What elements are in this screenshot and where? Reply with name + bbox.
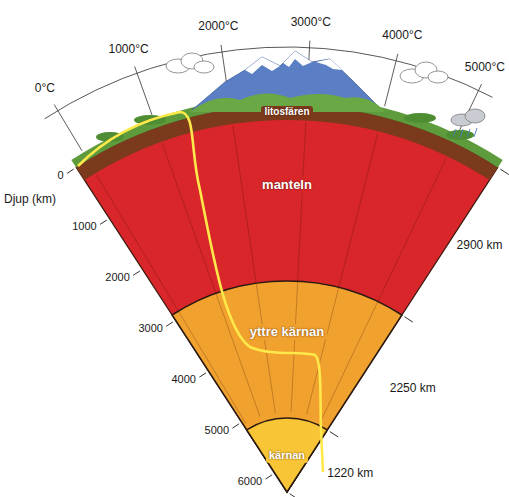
depth-label: 2000 bbox=[105, 271, 129, 284]
thickness-label: 2900 km bbox=[457, 239, 503, 253]
depth-tick bbox=[232, 424, 239, 428]
layer-label: manteln bbox=[259, 177, 315, 193]
temperature-label: 5000°C bbox=[465, 61, 505, 75]
cloud bbox=[166, 53, 214, 73]
boundary-tick bbox=[404, 317, 412, 322]
temperature-tick bbox=[135, 66, 153, 117]
depth-tick bbox=[100, 220, 107, 224]
mountain-snow bbox=[245, 57, 280, 74]
cloud bbox=[400, 62, 448, 83]
depth-label: 5000 bbox=[205, 424, 229, 437]
temperature-label: 4000°C bbox=[382, 29, 422, 43]
temperature-guide bbox=[162, 144, 260, 417]
layer-label: litosfären bbox=[261, 106, 312, 118]
cloud-puff bbox=[194, 61, 214, 73]
thickness-label: 1220 km bbox=[327, 467, 373, 481]
depth-label: 1000 bbox=[72, 220, 96, 233]
bush bbox=[446, 130, 474, 140]
thickness-label: 2250 km bbox=[390, 382, 436, 396]
boundary-tick bbox=[500, 169, 508, 174]
lithosphere-band bbox=[76, 105, 498, 180]
depth-label: 4000 bbox=[171, 373, 195, 386]
axis-title: Djup (km) bbox=[4, 193, 56, 207]
depth-label: 0 bbox=[58, 169, 64, 182]
boundary-tick bbox=[330, 432, 338, 437]
depth-tick bbox=[199, 373, 206, 377]
temperature-guide bbox=[291, 122, 306, 412]
depth-tick bbox=[266, 475, 273, 479]
layer-name: litosfären bbox=[264, 106, 309, 118]
temperature-guide bbox=[321, 158, 446, 420]
layer-label: yttre kärnan bbox=[247, 324, 327, 340]
cloud-puff bbox=[465, 109, 485, 123]
mountain-snow bbox=[283, 51, 312, 67]
temperature-guide bbox=[233, 126, 275, 413]
rain-cloud bbox=[451, 109, 485, 138]
layer-name: yttre kärnan bbox=[250, 324, 324, 340]
temperature-tick bbox=[54, 105, 82, 151]
depth-tick bbox=[133, 271, 140, 275]
depth-tick bbox=[166, 322, 173, 326]
temperature-label: 1000°C bbox=[108, 43, 148, 57]
scale-ticks bbox=[54, 41, 508, 497]
grass-surface bbox=[71, 96, 502, 167]
depth-tick bbox=[67, 169, 74, 173]
temperature-tick bbox=[385, 54, 398, 106]
mantle-layer bbox=[76, 105, 498, 492]
layer-label: kärnan bbox=[266, 449, 308, 462]
rain bbox=[453, 128, 477, 138]
temperature-guide bbox=[307, 133, 378, 414]
temperature-label: 0°C bbox=[35, 82, 55, 96]
layer-name: kärnan bbox=[269, 449, 305, 462]
mountain-snow bbox=[316, 59, 342, 70]
temperature-label: 3000°C bbox=[291, 16, 331, 30]
outer-core-layer bbox=[172, 281, 402, 492]
scale-arc bbox=[45, 47, 493, 119]
boundary-tick bbox=[290, 494, 298, 497]
temperature-curve bbox=[78, 112, 323, 472]
layer-name: manteln bbox=[262, 177, 312, 193]
cloud-puff bbox=[428, 71, 448, 83]
temperature-label: 2000°C bbox=[198, 20, 238, 34]
depth-label: 3000 bbox=[138, 322, 162, 335]
bush bbox=[404, 113, 436, 123]
depth-label: 6000 bbox=[238, 475, 262, 488]
